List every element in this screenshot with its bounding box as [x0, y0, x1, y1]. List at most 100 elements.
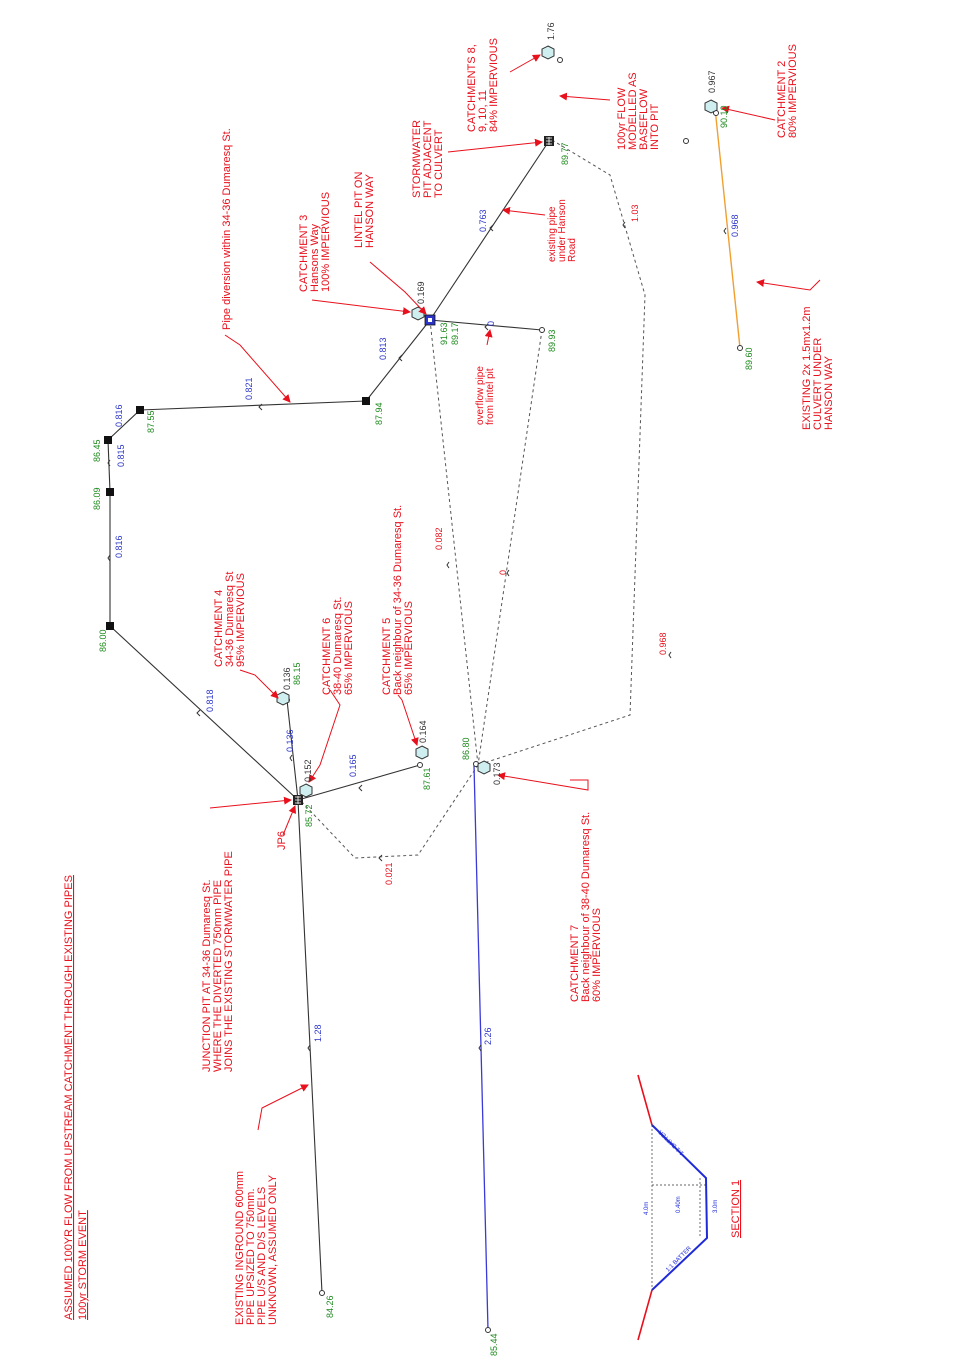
- invert-level-labels: 89.77 91.63 89.17 89.93 87.94 87.55 86.4…: [92, 105, 754, 1356]
- level-8761: 87.61: [422, 767, 432, 790]
- annotation-overflow-pipe: overflow pipe from lintel pit: [475, 366, 496, 425]
- leader-catchment-2: [721, 105, 776, 121]
- section-batter-bottom: 1:1 BATTER: [665, 1245, 693, 1273]
- annotation-culvert: EXISTING 2x 1.5mx1.2m CULVERT UNDER HANS…: [801, 307, 835, 430]
- section-1-detail: 1:1 BATTER 1:1 BATTER 0.40m 4.0m 3.0m SE…: [637, 1074, 742, 1341]
- annotation-lintel-pit-line-1: LINTEL PIT ON: [353, 172, 365, 248]
- leader-pipe-diversion: [224, 334, 291, 403]
- annotation-catchments-8-11-line-2: 9, 10, 11: [477, 90, 489, 132]
- annotation-overflow-pipe-line-2: from lintel pit: [485, 368, 496, 425]
- annotation-lintel-pit-line-2: HANSON WAY: [364, 173, 376, 248]
- leader-catchment-6: [308, 689, 341, 783]
- catchment-marker-7: [477, 760, 491, 775]
- flow-label-0021: 0.021: [384, 862, 394, 885]
- catchment-marker-3: [411, 306, 425, 321]
- annotation-pipe-diversion: Pipe diversion within 34-36 Dumaresq St.: [221, 128, 233, 330]
- flow-label-0816-a: 0.816: [114, 404, 124, 427]
- drawing-title: ASSUMED 100YR FLOW FROM UPSTREAM CATCHME…: [63, 875, 89, 1320]
- section-base-width-label: 3.0m: [713, 1200, 719, 1213]
- network-nodes: [104, 57, 743, 1333]
- annotation-culvert-line-3: HANSON WAY: [823, 355, 835, 430]
- pipe-overflow-lintel: [429, 319, 543, 331]
- flow-label-0968-red: 0.968: [658, 632, 668, 655]
- stormwater-pit-node: [544, 136, 554, 146]
- level-8572: 85.72: [304, 804, 314, 827]
- flow-label-0-overflow: 0: [486, 321, 496, 326]
- annotation-catchment-5: CATCHMENT 5 Back neighbour of 34-36 Duma…: [381, 505, 415, 695]
- catchment-flow-0967: 0.967: [707, 70, 717, 93]
- section-channel: [651, 1124, 709, 1291]
- bend-node-1: [362, 397, 370, 405]
- annotation-catchment-3-line-1: CATCHMENT 3: [298, 215, 310, 292]
- flow-label-0082: 0.082: [434, 527, 444, 550]
- annotation-catchment-6-line-2: 38-40 Dumaresq St.: [332, 597, 344, 695]
- annotation-catchment-3-line-2: Hansons Way: [309, 223, 321, 292]
- pipe-network: [107, 140, 550, 1294]
- annotation-catchments-8-11-line-3: 84% IMPERVIOUS: [488, 38, 500, 132]
- annotation-junction-pit-line-3: JOINS THE EXISTING STORMWATER PIPE: [223, 851, 235, 1072]
- stray-node: [683, 138, 689, 144]
- annotation-baseflow-line-3: BASEFLOW: [638, 88, 650, 150]
- flow-label-0813: 0.813: [378, 337, 388, 360]
- annotation-catchment-4-line-2: 34-36 Dumaresq St: [224, 572, 236, 667]
- annotation-culvert-line-2: CULVERT UNDER: [812, 338, 824, 430]
- level-9163: 91.63: [439, 322, 449, 345]
- level-8426: 84.26: [325, 1295, 335, 1318]
- bend-node-4: [106, 488, 114, 496]
- leader-catchment-4: [239, 669, 279, 699]
- leader-catchment-3: [311, 299, 411, 316]
- level-8977: 89.77: [560, 142, 570, 165]
- catchment-flow-0136: 0.136: [282, 667, 292, 690]
- leader-existing-pipe: [502, 206, 546, 216]
- annotation-catchment-6-line-3: 65% IMPERVIOUS: [343, 601, 355, 695]
- leader-culvert: [756, 279, 821, 291]
- overland-path-lintel-to-outlet-1: [429, 319, 479, 766]
- annotation-jp6: JP6: [276, 831, 288, 850]
- annotation-existing-pipe-line-2: under Hanson: [557, 199, 568, 262]
- annotation-catchment-6-line-1: CATCHMENT 6: [321, 618, 333, 695]
- junction-pit-jp6-node: [293, 795, 303, 805]
- catchment-flow-176: 1.76: [546, 22, 556, 40]
- flow-label-103: 1.03: [630, 204, 640, 222]
- flow-label-0165: 0.165: [348, 754, 358, 777]
- catchment-marker-5: [415, 745, 429, 760]
- annotation-catchment-7: CATCHMENT 7 Back neighbour of 38-40 Duma…: [569, 812, 603, 1002]
- leader-catchment-7: [497, 772, 589, 791]
- pipe-lintel-to-bend: [365, 319, 431, 402]
- level-8794: 87.94: [374, 402, 384, 425]
- leader-catchments-8-11: [509, 54, 541, 73]
- bend-node-5: [106, 622, 114, 630]
- annotation-existing-pipe-line-3: Road: [567, 238, 578, 262]
- flow-label-0-red: 0: [498, 570, 508, 575]
- outlet-node-inground: [319, 1290, 325, 1296]
- annotation-junction-pit: JUNCTION PIT AT 34-36 Dumaresq St. WHERE…: [201, 851, 235, 1072]
- annotation-catchment-2-line-1: CATCHMENT 2: [776, 61, 788, 138]
- pipe-existing-inground: [297, 799, 323, 1294]
- annotation-stormwater-pit: STORMWATER PIT ADJACENT TO CULVERT: [411, 120, 445, 198]
- level-9010: 90.10: [719, 105, 729, 128]
- level-8645: 86.45: [92, 439, 102, 462]
- pipe-catchment4-to-jp6: [286, 699, 299, 801]
- pipe-existing-hanson-road: [429, 140, 550, 321]
- level-8993: 89.93: [547, 329, 557, 352]
- catchment5-pipe-node: [417, 762, 423, 768]
- annotation-baseflow-line-1: 100yr FLOW: [616, 87, 628, 150]
- annotation-existing-inground-line-2: PIPE UPSIZED TO 750mm.: [245, 1188, 257, 1325]
- flow-label-0818: 0.818: [205, 689, 215, 712]
- leader-junction-pit: [209, 796, 292, 809]
- catchment-flow-labels: 1.76 0.967 0.169 0.136 0.152 0.164 0.173: [282, 22, 717, 785]
- annotation-baseflow-line-2: MODELLED AS: [627, 72, 639, 150]
- annotation-catchment-4-line-3: 95% IMPERVIOUS: [235, 573, 247, 667]
- catchment8-pipe-node: [557, 57, 563, 63]
- flow-label-226: 2.26: [483, 1027, 493, 1045]
- overflow-end-node: [539, 327, 545, 333]
- catchment-marker-6: [299, 783, 313, 798]
- catchment-marker-2: [704, 99, 718, 114]
- annotation-catchments-8-11: CATCHMENTS 8, 9, 10, 11 84% IMPERVIOUS: [466, 38, 500, 132]
- leader-jp6: [282, 805, 297, 836]
- title-line-1: ASSUMED 100YR FLOW FROM UPSTREAM CATCHME…: [63, 875, 75, 1320]
- bend-node-3: [104, 436, 112, 444]
- flow-direction-ticks: [107, 221, 727, 1052]
- annotation-catchment-2-line-2: 80% IMPERVIOUS: [787, 44, 799, 138]
